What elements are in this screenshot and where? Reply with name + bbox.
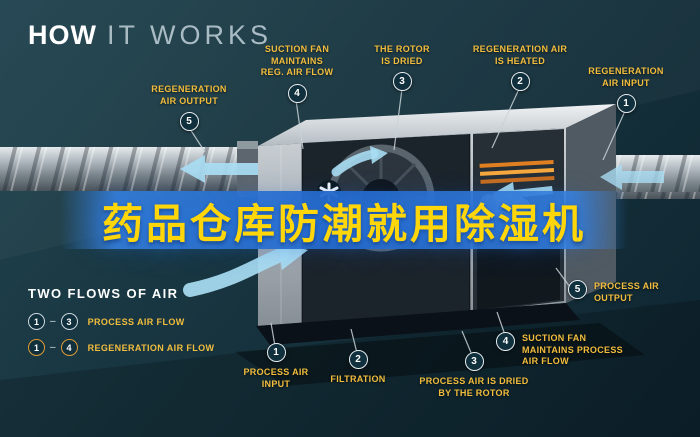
legend-two-flows: TWO FLOWS OF AIR 1 – 3 PROCESS AIR FLOW … <box>28 286 214 356</box>
callout-label: SUCTION FAN MAINTAINS PROCESS AIR FLOW <box>522 333 623 367</box>
rotor-flow-arrowhead <box>370 146 388 164</box>
callout-suction-fan-reg: SUCTION FAN MAINTAINS REG. AIR FLOW 4 <box>252 44 342 104</box>
process-inlet-arrow <box>183 247 290 297</box>
callout-badge: 2 <box>510 72 530 92</box>
legend-badge: 1 <box>28 313 45 330</box>
callout-suction-fan-process: 4 SUCTION FAN MAINTAINS PROCESS AIR FLOW <box>496 332 623 368</box>
promo-banner-text: 药品仓库防潮就用除湿机 <box>102 200 586 248</box>
callout-label: PROCESS AIR IS DRIED BY THE ROTOR <box>419 376 529 398</box>
callout-badge: 1 <box>616 94 636 114</box>
callout-badge: 5 <box>568 280 587 299</box>
callout-label: SUCTION FAN MAINTAINS REG. AIR FLOW <box>260 44 334 78</box>
background-shade <box>0 300 700 437</box>
callout-lines <box>189 88 626 356</box>
callout-badge: 4 <box>496 332 515 351</box>
callout-regeneration-air-input: REGENERATION AIR INPUT 1 <box>576 66 676 114</box>
callout-label: REGENERATION AIR IS HEATED <box>472 44 568 66</box>
callout-process-air-output: 5 PROCESS AIR OUTPUT <box>568 280 659 304</box>
legend-heading: TWO FLOWS OF AIR <box>28 286 179 301</box>
callout-regeneration-air-heated: REGENERATION AIR IS HEATED 2 <box>470 44 570 92</box>
legend-badge: 1 <box>28 339 45 356</box>
callout-rotor-is-dried: THE ROTOR IS DRIED 3 <box>358 44 446 92</box>
callout-label: THE ROTOR IS DRIED <box>374 44 430 66</box>
legend-row-process: 1 – 3 PROCESS AIR FLOW <box>28 313 214 330</box>
callout-badge: 2 <box>348 350 368 369</box>
legend-label: PROCESS AIR FLOW <box>87 316 185 327</box>
callout-regeneration-air-output: REGENERATION AIR OUTPUT 5 <box>140 84 238 132</box>
legend-label: REGENERATION AIR FLOW <box>87 342 215 353</box>
page-title: HOW IT WORKS <box>28 20 272 51</box>
callout-badge: 3 <box>392 72 412 92</box>
callout-badge: 4 <box>287 84 307 104</box>
machine-base <box>256 303 580 345</box>
legend-separator: – <box>50 342 56 353</box>
legend-badge: 3 <box>60 313 78 330</box>
promo-banner: 药品仓库防潮就用除湿机 <box>60 191 628 249</box>
callout-label: REGENERATION AIR INPUT <box>588 66 664 88</box>
callout-label: PROCESS AIR OUTPUT <box>594 281 659 303</box>
callout-label: REGENERATION AIR OUTPUT <box>151 84 227 106</box>
legend-badge: 4 <box>60 339 78 356</box>
title-secondary: IT WORKS <box>106 20 272 50</box>
heater <box>479 160 555 184</box>
callout-badge: 3 <box>464 352 484 371</box>
callout-label: FILTRATION <box>330 374 386 384</box>
left-duct <box>0 141 258 197</box>
callout-process-air-dried: 3 PROCESS AIR IS DRIED BY THE ROTOR <box>414 352 534 399</box>
callout-badge: 5 <box>179 112 199 132</box>
ground-shadow <box>235 323 645 386</box>
callout-filtration: 2 FILTRATION <box>322 350 394 386</box>
callout-badge: 1 <box>266 343 286 362</box>
callout-process-air-input: 1 PROCESS AIR INPUT <box>230 343 322 390</box>
legend-row-regeneration: 1 – 4 REGENERATION AIR FLOW <box>28 339 214 356</box>
process-inlet-arrowhead <box>278 242 308 270</box>
title-primary: HOW <box>28 20 97 50</box>
legend-separator: – <box>50 316 56 327</box>
callout-label: PROCESS AIR INPUT <box>243 367 309 389</box>
